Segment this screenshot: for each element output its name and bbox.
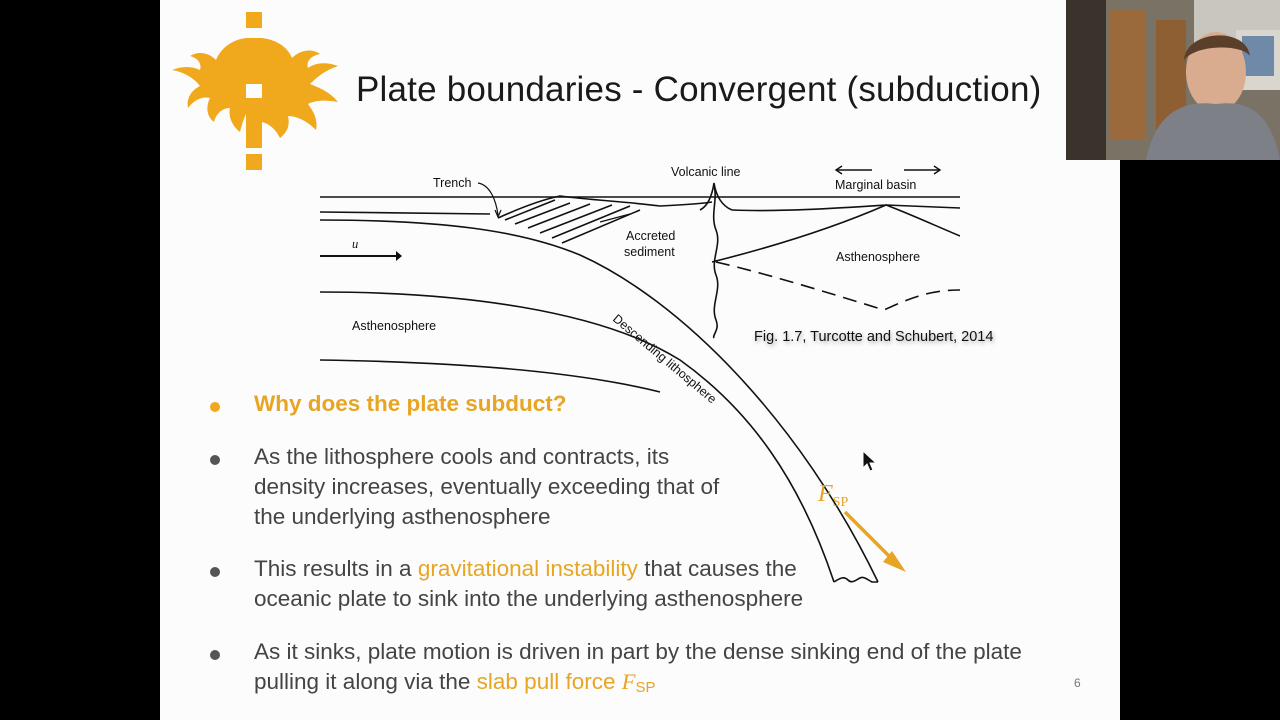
asthenosphere-right-label: Asthenosphere — [836, 250, 920, 264]
bullet-dot — [210, 650, 220, 660]
bullet-question-text: Why does the plate subduct? — [254, 391, 567, 416]
asthenosphere-left-label: Asthenosphere — [352, 319, 436, 333]
university-flame-logo — [172, 12, 338, 170]
page-number: 6 — [1074, 676, 1081, 690]
volcanic-line-label: Volcanic line — [671, 165, 741, 179]
slab-pull-force-label: FSP — [817, 481, 848, 510]
bullet-density-text: As the lithosphere cools and contracts, … — [254, 444, 720, 529]
bullet-dot — [210, 567, 220, 577]
slide: Plate boundaries - Convergent (subductio… — [160, 0, 1120, 720]
bullet-dot — [210, 402, 220, 412]
webcam-overlay — [1066, 0, 1280, 160]
bullet-list: Why does the plate subduct? As the litho… — [160, 0, 1120, 720]
figure-caption: Fig. 1.7, Turcotte and Schubert, 2014 — [754, 329, 994, 345]
bullet-slab-pull-text: As it sinks, plate motion is driven in p… — [254, 639, 1022, 696]
velocity-u-label: u — [352, 237, 358, 251]
trench-label: Trench — [433, 176, 471, 190]
marginal-basin-label: Marginal basin — [835, 178, 916, 192]
slab-pull-highlight: slab pull force — [476, 669, 622, 694]
gravitational-instability-highlight: gravitational instability — [417, 556, 638, 581]
accreted-label: Accreted — [626, 229, 675, 243]
slab-pull-symbol: FSP — [621, 669, 656, 696]
sediment-label: sediment — [624, 245, 675, 259]
slide-title: Plate boundaries - Convergent (subductio… — [356, 70, 1042, 109]
mouse-cursor-icon — [862, 450, 878, 472]
subduction-diagram: Trench Volcanic line Marginal basin Accr… — [320, 165, 960, 583]
bullet-instability-text: This results in a gravitational instabil… — [254, 556, 804, 611]
bullet-dot — [210, 455, 220, 465]
